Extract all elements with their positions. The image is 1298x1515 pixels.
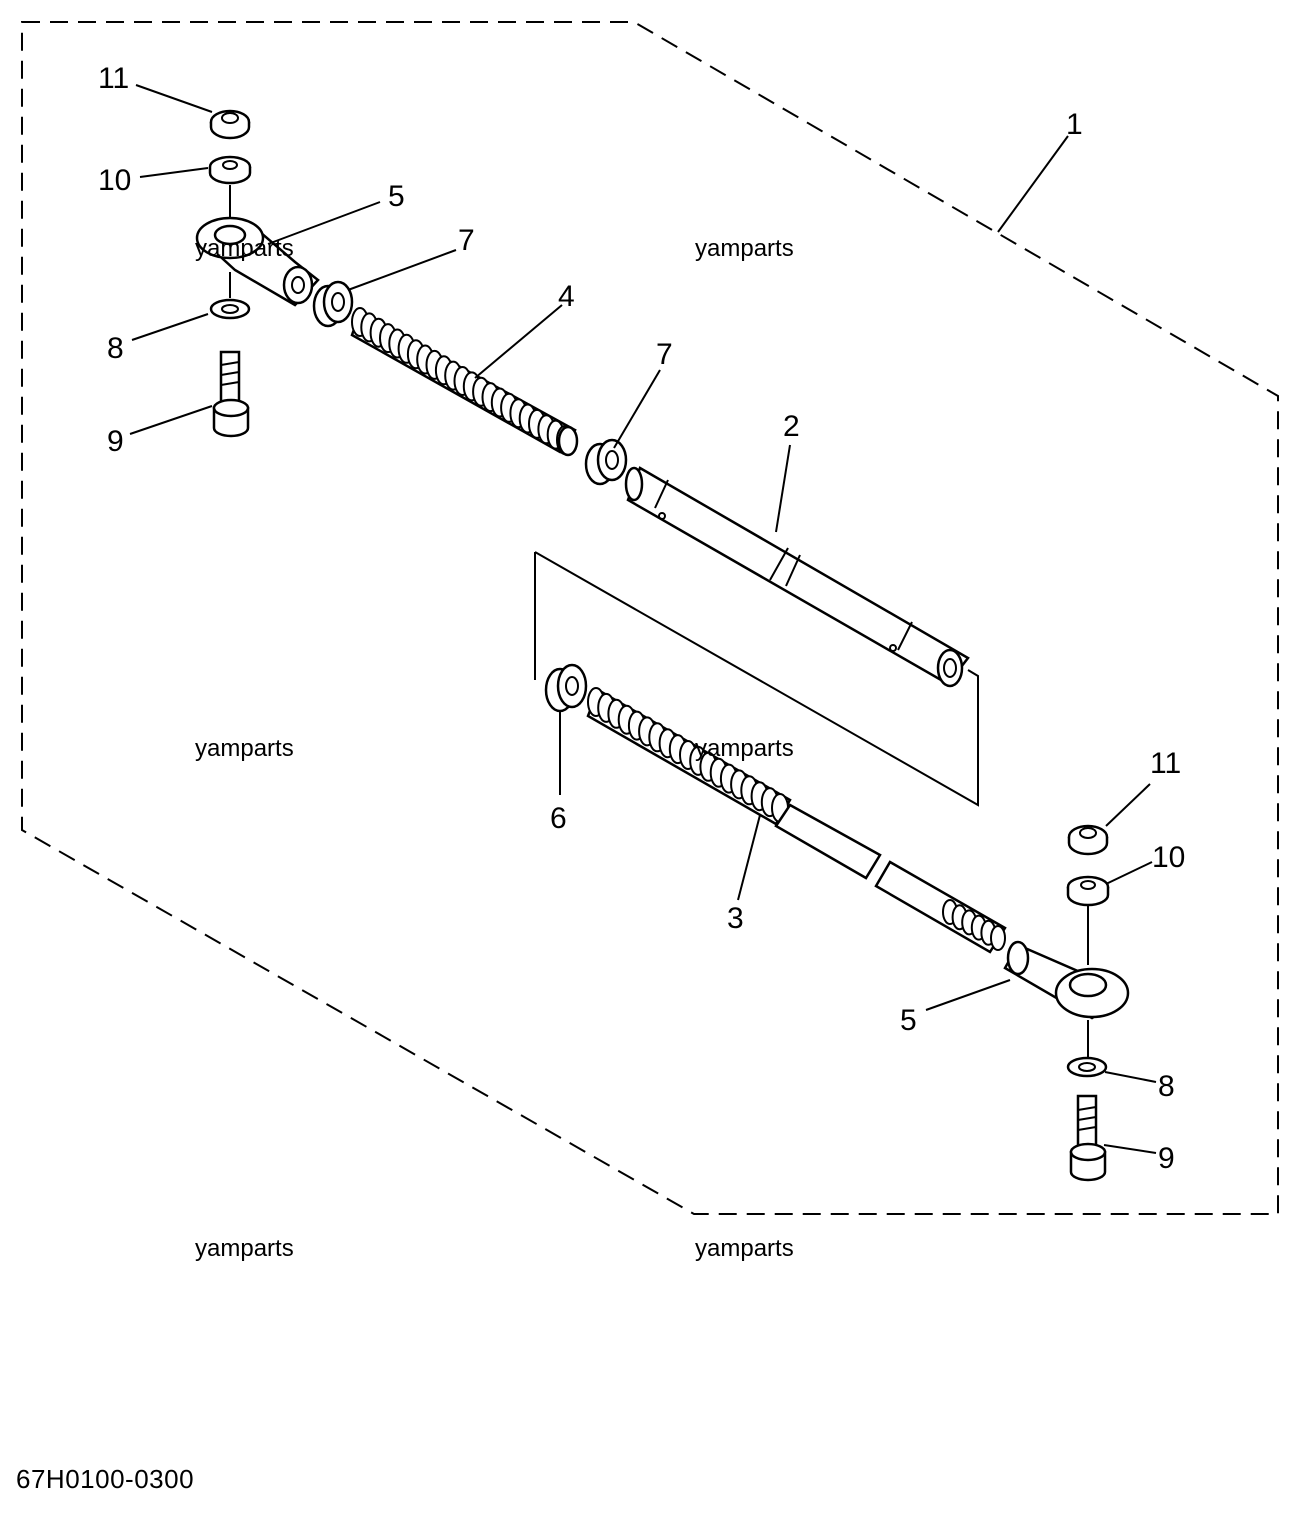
label-7-top: 7 xyxy=(458,224,475,257)
nut-7-middle[interactable] xyxy=(584,438,628,486)
nut-11-bottom[interactable] xyxy=(1067,824,1109,856)
label-5-bottom: 5 xyxy=(900,1004,917,1037)
thread-ring xyxy=(990,925,1006,951)
leader-lines xyxy=(129,84,1157,1154)
label-6: 6 xyxy=(550,802,567,835)
label-10-bottom: 10 xyxy=(1152,841,1185,874)
label-2: 2 xyxy=(783,410,800,443)
label-9-top: 9 xyxy=(107,425,124,458)
diagram-code: 67H0100-0300 xyxy=(16,1464,195,1494)
threaded-rod-4[interactable] xyxy=(350,307,579,457)
label-4: 4 xyxy=(558,280,575,313)
threaded-rod-3[interactable] xyxy=(586,687,1007,954)
bolt-9-bottom[interactable] xyxy=(1069,1094,1107,1182)
watermark-6: yamparts xyxy=(695,1235,794,1262)
kit-outline xyxy=(21,21,1279,1215)
label-11-bottom: 11 xyxy=(1150,747,1181,780)
label-10-top: 10 xyxy=(98,164,131,197)
label-9-bottom: 9 xyxy=(1158,1142,1175,1175)
washer-8-bottom[interactable] xyxy=(1066,1056,1108,1078)
tube-2[interactable] xyxy=(624,466,970,688)
label-11-top: 11 xyxy=(98,62,129,95)
watermark-1: yamparts xyxy=(195,235,294,262)
bolt-9-top[interactable] xyxy=(212,350,250,438)
washer-10-bottom[interactable] xyxy=(1066,875,1110,907)
label-3: 3 xyxy=(727,902,744,935)
watermark-5: yamparts xyxy=(195,1235,294,1262)
label-8-bottom: 8 xyxy=(1158,1070,1175,1103)
label-8-top: 8 xyxy=(107,332,124,365)
watermark-4: yamparts xyxy=(695,735,794,762)
nut-7-top[interactable] xyxy=(312,280,354,328)
label-5-top: 5 xyxy=(388,180,405,213)
nut-11-top[interactable] xyxy=(209,109,251,140)
assembly-bracket xyxy=(534,551,979,807)
ball-joint-5-bottom[interactable] xyxy=(1003,940,1130,1020)
watermark-2: yamparts xyxy=(695,235,794,262)
label-1: 1 xyxy=(1066,108,1083,141)
washer-8-top[interactable] xyxy=(209,298,251,320)
watermark-3: yamparts xyxy=(195,735,294,762)
nut-6[interactable] xyxy=(544,663,588,713)
washer-10-top[interactable] xyxy=(208,155,252,185)
label-7-middle: 7 xyxy=(656,338,673,371)
ball-joint-5-top[interactable] xyxy=(195,216,320,307)
